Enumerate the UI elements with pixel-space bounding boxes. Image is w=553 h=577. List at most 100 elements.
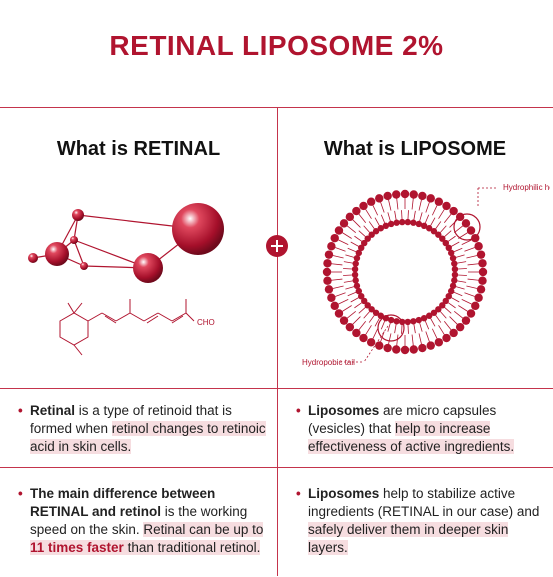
lipid-head-inner (377, 312, 385, 319)
lipid-head-outer (449, 328, 458, 338)
lipid-tail (368, 221, 375, 230)
lipid-head-inner (355, 287, 363, 295)
lipid-tail (425, 202, 430, 213)
lipid-tail (335, 292, 346, 297)
lipid-head-outer (400, 345, 410, 355)
lipid-head-inner (425, 225, 433, 232)
text: is the working speed on the skin. (30, 504, 248, 537)
lipid-tail (457, 280, 467, 283)
liposome-term: Liposomes (308, 486, 380, 501)
lipid-tail (435, 221, 442, 230)
lipid-head-outer (461, 219, 471, 228)
lipid-tail (388, 333, 392, 345)
lipid-tail (358, 307, 366, 314)
page-title: RETINAL LIPOSOME 2% (109, 30, 444, 61)
lipid-tail (342, 305, 352, 312)
liposome-term: Liposomes (308, 403, 380, 418)
lipid-head-outer (466, 309, 476, 318)
lipid-head-inner (449, 282, 457, 290)
lipid-tail (457, 274, 467, 276)
lipid-tail (368, 314, 375, 323)
lipid-head-inner (439, 235, 446, 242)
lipid-tail (394, 324, 397, 334)
liposome-heading: What is LIPOSOME (323, 138, 507, 160)
head-highlight-circle (453, 213, 481, 241)
highlight: safely deliver them in deeper skin layer… (308, 522, 509, 555)
lipid-head-inner (351, 265, 359, 273)
lipid-tail (332, 255, 344, 259)
divider-vertical (277, 108, 278, 576)
lipid-head-outer (418, 343, 427, 353)
lipid-head-outer (455, 322, 465, 332)
lipid-tail (380, 320, 386, 330)
lipid-head-outer (366, 197, 376, 206)
lipid-tail (431, 328, 438, 339)
atom-bottom (133, 253, 163, 283)
lipid-head-outer (476, 250, 486, 259)
lipid-tail (343, 261, 353, 264)
lipid-tail (380, 202, 385, 213)
lipid-tail (424, 320, 430, 330)
lipid-tail (394, 210, 397, 220)
lipid-head-outer (383, 343, 392, 353)
lipid-head-outer (392, 345, 401, 354)
lipid-tail (372, 328, 379, 339)
lipid-head-outer (474, 242, 483, 251)
lipid-tail (374, 217, 380, 226)
lipid-head-outer (339, 219, 349, 228)
lipid-tail (374, 318, 380, 327)
lipid-tail (346, 225, 356, 234)
lipid-head-inner (404, 218, 412, 226)
lipid-tail (467, 263, 479, 266)
lipid-head-inner (451, 265, 459, 273)
lipid-tail (418, 333, 422, 345)
lipid-head-inner (353, 282, 361, 290)
lipid-head-outer (442, 333, 451, 343)
lipid-head-outer (442, 201, 451, 211)
lipid-head-inner (355, 249, 363, 257)
lipid-head-outer (466, 226, 476, 235)
lipid-tail (457, 261, 467, 264)
lipid-tail (380, 214, 386, 224)
lipid-head-outer (330, 233, 339, 243)
lipid-tail (440, 311, 447, 319)
lipid-head-outer (474, 293, 483, 302)
lipid-tail (352, 219, 361, 228)
lipid-tail (411, 334, 414, 346)
lipid-head-outer (359, 201, 368, 211)
lipid-head-outer (471, 301, 480, 311)
lipid-tail (358, 321, 367, 331)
lipid-head-inner (420, 314, 428, 322)
lipid-tail (331, 278, 343, 281)
divider-row (0, 467, 553, 468)
lipid-tail (332, 285, 344, 289)
lipid-tail (453, 291, 463, 297)
lipid-head-inner (410, 318, 417, 325)
lipid-head-inner (368, 306, 375, 313)
lipid-tail (451, 241, 460, 247)
lipid-tail (447, 302, 456, 309)
lipid-head-inner (447, 287, 455, 295)
lipid-tail (466, 285, 478, 289)
lipid-head-outer (426, 341, 435, 350)
lipid-tail (411, 198, 414, 210)
bullet-icon: • (296, 486, 301, 501)
lipid-tail (438, 325, 445, 335)
lipid-tail (461, 239, 472, 246)
lipid-tail (338, 239, 349, 246)
lipid-tail (461, 298, 472, 305)
lipid-head-inner (372, 309, 380, 316)
lipid-head-inner (439, 302, 446, 309)
retinal-definition: • Retinal is a type of retinoid that is … (18, 402, 268, 456)
lipid-head-inner (451, 271, 459, 279)
lipid-tail (444, 307, 452, 314)
lipid-tail (347, 247, 357, 253)
lipid-head-inner (435, 306, 442, 313)
lipid-tail (418, 199, 422, 211)
lipid-tail (347, 291, 357, 297)
lipid-tail (413, 210, 416, 220)
lipid-head-inner (361, 297, 368, 305)
lipid-tail (440, 225, 447, 233)
lipid-tail (424, 214, 430, 224)
lipid-head-inner (393, 318, 400, 325)
